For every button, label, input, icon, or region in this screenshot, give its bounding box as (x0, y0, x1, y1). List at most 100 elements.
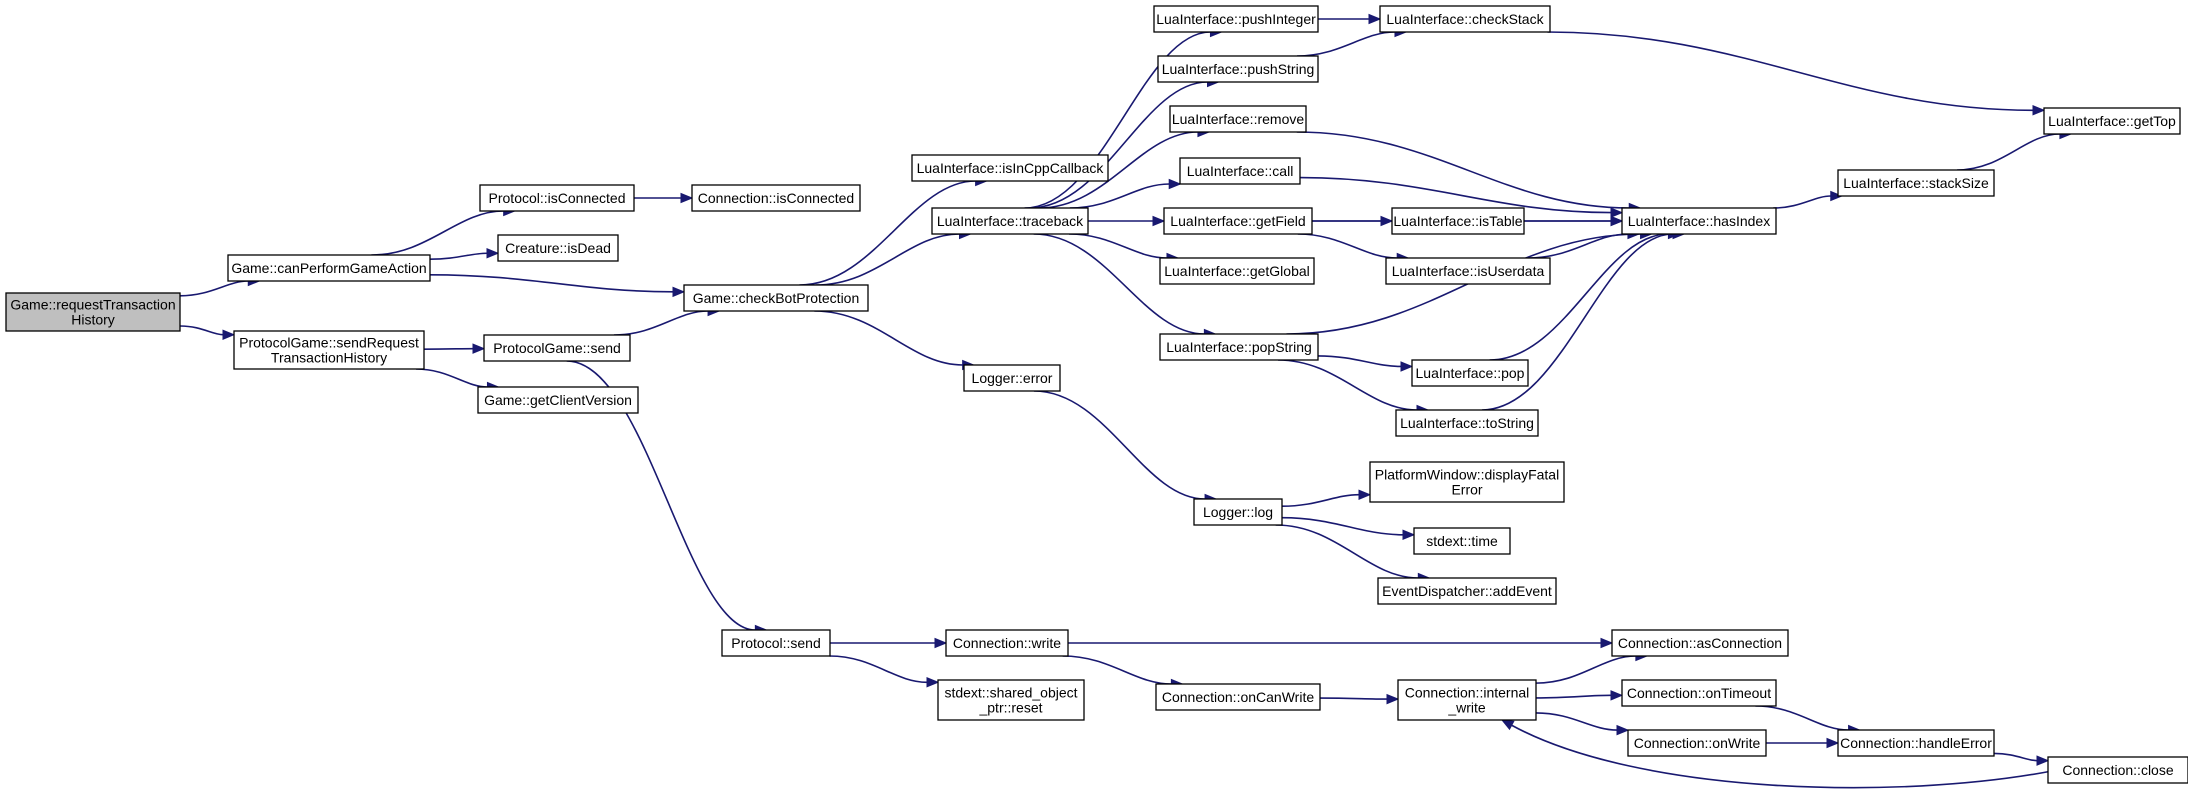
edge-n0-to-n2 (179, 325, 224, 336)
graph-node[interactable]: Game::canPerformGameAction (227, 254, 431, 282)
graph-node[interactable]: Connection::onWrite (1627, 729, 1767, 757)
node-box (479, 184, 635, 212)
graph-node[interactable]: LuaInterface::getField (1163, 207, 1313, 235)
node-label: Error (1451, 482, 1482, 498)
node-label: stdext::time (1426, 533, 1498, 549)
node-box (1621, 679, 1777, 707)
node-box (1169, 105, 1307, 133)
node-label: Protocol::isConnected (489, 190, 626, 206)
graph-node[interactable]: Game::getClientVersion (477, 386, 639, 414)
node-box (1837, 169, 1995, 197)
arrowhead-n39-to-n40 (2036, 755, 2050, 766)
edge-n11-to-n28 (1033, 390, 1206, 500)
arrowhead-n40-to-n35 (1500, 719, 1515, 731)
graph-node[interactable]: LuaInterface::isInCppCallback (911, 154, 1109, 182)
node-box (1627, 729, 1767, 757)
graph-node[interactable]: stdext::time (1413, 527, 1511, 555)
graph-node[interactable]: stdext::shared_object_ptr::reset (937, 679, 1085, 721)
graph-node[interactable]: Connection::onCanWrite (1155, 683, 1321, 711)
node-label: stdext::shared_object (944, 685, 1077, 701)
arrowhead-n0-to-n2 (222, 329, 236, 340)
graph-node[interactable]: LuaInterface::checkStack (1379, 5, 1551, 33)
graph-node[interactable]: EventDispatcher::addEvent (1377, 577, 1557, 605)
graph-node[interactable]: LuaInterface::toString (1395, 409, 1539, 437)
arrowhead-n28-to-n29 (1358, 489, 1372, 500)
edge-n2-to-n7 (416, 368, 488, 388)
node-box (1155, 683, 1321, 711)
graph-node[interactable]: LuaInterface::isTable (1391, 207, 1525, 235)
node-box (483, 334, 631, 362)
arrowhead-n32-to-n36 (1600, 637, 1614, 649)
edge-n25-to-n26 (1773, 195, 1831, 209)
node-label: ProtocolGame::send (493, 340, 621, 356)
edge-n28-to-n29 (1281, 493, 1360, 508)
edge-n1-to-n3 (371, 210, 504, 256)
node-box (477, 386, 639, 414)
graph-node[interactable]: LuaInterface::hasIndex (1621, 207, 1777, 235)
node-label: LuaInterface::traceback (937, 213, 1084, 229)
node-box (1377, 577, 1557, 605)
graph-node[interactable]: Protocol::send (721, 629, 831, 657)
graph-node[interactable]: Protocol::isConnected (479, 184, 635, 212)
edge-n5-to-n11 (814, 310, 963, 366)
graph-node[interactable]: Logger::error (963, 364, 1061, 392)
arrowhead-n21-to-n25 (1610, 215, 1624, 227)
arrowhead-n1-to-n4 (486, 247, 500, 259)
graph-node[interactable]: Creature::isDead (497, 234, 619, 262)
node-label: Connection::onTimeout (1627, 685, 1771, 701)
node-label: Connection::asConnection (1618, 635, 1782, 651)
node-label: LuaInterface::hasIndex (1628, 213, 1770, 229)
edge-n34-to-n35 (1319, 697, 1388, 700)
node-label: LuaInterface::isTable (1393, 213, 1522, 229)
graph-node[interactable]: LuaInterface::isUserdata (1385, 257, 1551, 285)
graph-node[interactable]: ProtocolGame::send (483, 334, 631, 362)
graph-node[interactable]: Connection::asConnection (1611, 629, 1789, 657)
graph-node[interactable]: ProtocolGame::sendRequestTransactionHist… (233, 330, 425, 370)
node-label: LuaInterface::isUserdata (1392, 263, 1545, 279)
arrowhead-n10-to-n16 (1168, 178, 1182, 190)
node-box (931, 207, 1089, 235)
graph-node[interactable]: LuaInterface::getGlobal (1159, 257, 1315, 285)
node-label: LuaInterface::getField (1170, 213, 1305, 229)
graph-node[interactable]: LuaInterface::pushInteger (1153, 5, 1319, 33)
node-box (227, 254, 431, 282)
edge-n35-to-n37 (1535, 694, 1612, 699)
graph-node[interactable]: Connection::write (945, 629, 1069, 657)
graph-node[interactable]: Connection::internal_write (1397, 679, 1537, 721)
node-box (497, 234, 619, 262)
arrowhead-n16-to-n25 (1610, 207, 1624, 218)
graph-node[interactable]: Connection::close (2047, 756, 2188, 784)
arrowhead-n28-to-n30 (1402, 529, 1416, 541)
node-box (963, 364, 1061, 392)
node-box (945, 629, 1069, 657)
graph-node[interactable]: Connection::handleError (1837, 729, 1995, 757)
node-label: Game::getClientVersion (484, 392, 632, 408)
graph-node[interactable]: Game::checkBotProtection (683, 284, 869, 312)
edge-n12-to-n33 (829, 655, 928, 684)
node-label: _ptr::reset (978, 700, 1042, 716)
graph-node[interactable]: LuaInterface::popString (1159, 333, 1319, 361)
graph-node[interactable]: LuaInterface::getTop (2043, 107, 2181, 135)
edge-n1-to-n4 (429, 252, 488, 260)
graph-node[interactable]: Connection::onTimeout (1621, 679, 1777, 707)
node-label: LuaInterface::pushString (1162, 61, 1315, 77)
edge-n39-to-n40 (1993, 752, 2038, 762)
edge-n6-to-n12 (566, 360, 756, 631)
graph-node[interactable]: LuaInterface::traceback (931, 207, 1089, 235)
graph-node[interactable]: LuaInterface::pop (1411, 359, 1529, 387)
graph-node[interactable]: LuaInterface::remove (1169, 105, 1307, 133)
arrowhead-n17-to-n21 (1380, 215, 1394, 227)
graph-node[interactable]: Connection::isConnected (691, 184, 861, 212)
node-label: Connection::handleError (1840, 735, 1992, 751)
node-label: LuaInterface::pop (1416, 365, 1525, 381)
graph-node[interactable]: LuaInterface::call (1179, 157, 1301, 185)
graph-node[interactable]: Logger::log (1193, 498, 1283, 526)
graph-node[interactable]: LuaInterface::stackSize (1837, 169, 1995, 197)
node-label: Logger::log (1203, 504, 1273, 520)
graph-node[interactable]: LuaInterface::pushString (1157, 55, 1319, 83)
node-label: LuaInterface::call (1187, 163, 1294, 179)
arrowhead-n3-to-n8 (680, 192, 694, 204)
